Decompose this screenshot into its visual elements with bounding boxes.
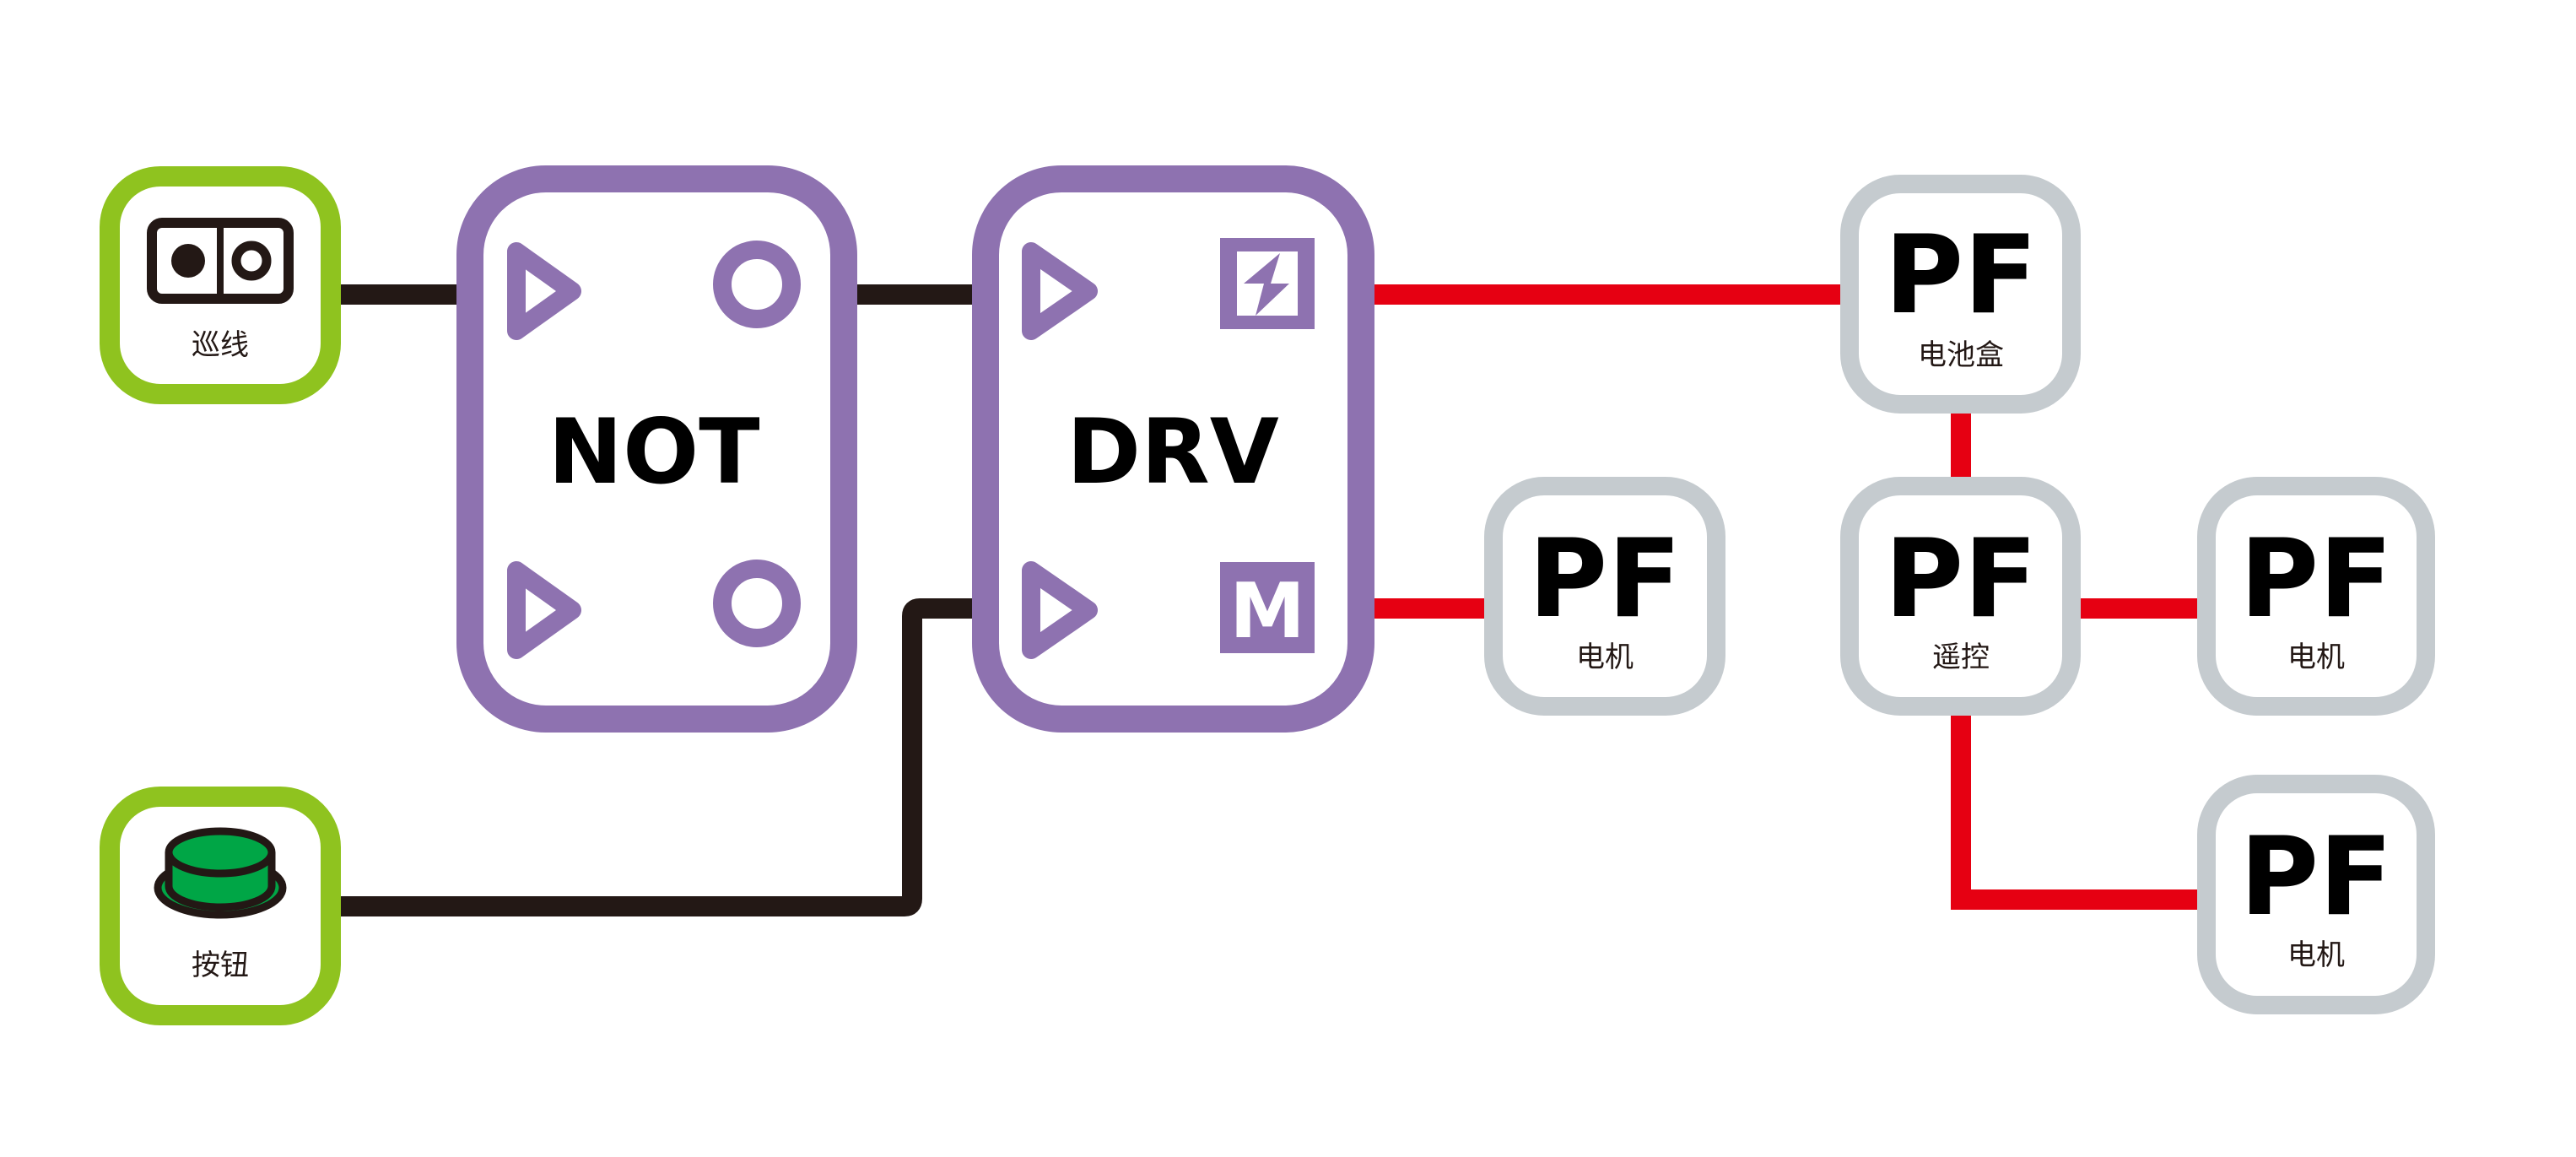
circle-output-icon	[713, 241, 801, 328]
node-line-sensor[interactable]: 巡线	[100, 166, 341, 404]
wire-button-to-drv	[341, 598, 975, 916]
button-label: 按钮	[192, 949, 249, 982]
node-pf-motor-b[interactable]: PF 电机	[2197, 477, 2435, 716]
node-pf-motor-a[interactable]: PF 电机	[1484, 477, 1725, 716]
node-pf-motor-c[interactable]: PF 电机	[2197, 775, 2435, 1014]
drv-block-title: DRV	[1067, 400, 1279, 504]
power-port	[1220, 238, 1315, 329]
line-sensor-icon	[147, 218, 294, 304]
pf-title: PF	[2239, 516, 2392, 642]
push-button-icon	[154, 827, 287, 919]
pf-motor-label: 电机	[2287, 938, 2345, 972]
node-pf-remote[interactable]: PF 遥控	[1840, 477, 2081, 716]
wire-remote-to-motor-c	[1951, 712, 2200, 910]
node-pf-battery[interactable]: PF 电池盒	[1840, 175, 2081, 414]
node-drv-block[interactable]: M DRV	[972, 165, 1374, 733]
triangle-input-icon	[1022, 242, 1098, 340]
node-border	[1484, 477, 1725, 716]
node-border	[1840, 477, 2081, 716]
node-border	[2197, 477, 2435, 716]
triangle-input-icon	[507, 561, 581, 659]
node-not-block[interactable]: NOT	[456, 165, 857, 733]
pf-title: PF	[1528, 516, 1681, 642]
circle-output-icon	[713, 560, 801, 647]
triangle-input-icon	[1022, 561, 1098, 659]
lightning-icon	[1244, 253, 1289, 316]
pf-title: PF	[2239, 814, 2392, 940]
pf-motor-label: 电机	[2287, 641, 2345, 674]
motor-port-label: M	[1229, 567, 1305, 656]
triangle-input-icon	[507, 242, 581, 340]
pf-battery-label: 电池盒	[1918, 338, 2004, 372]
wires	[341, 284, 2200, 916]
node-button[interactable]: 按钮	[100, 787, 341, 1025]
node-border	[1840, 175, 2081, 414]
motor-port: M	[1220, 562, 1315, 656]
pf-title: PF	[1884, 516, 2037, 642]
pf-remote-label: 遥控	[1932, 641, 1990, 674]
line-sensor-label: 巡线	[192, 328, 249, 362]
pf-motor-label: 电机	[1576, 641, 1634, 674]
pf-title: PF	[1884, 213, 2037, 338]
not-block-title: NOT	[548, 400, 759, 504]
node-border	[2197, 775, 2435, 1014]
